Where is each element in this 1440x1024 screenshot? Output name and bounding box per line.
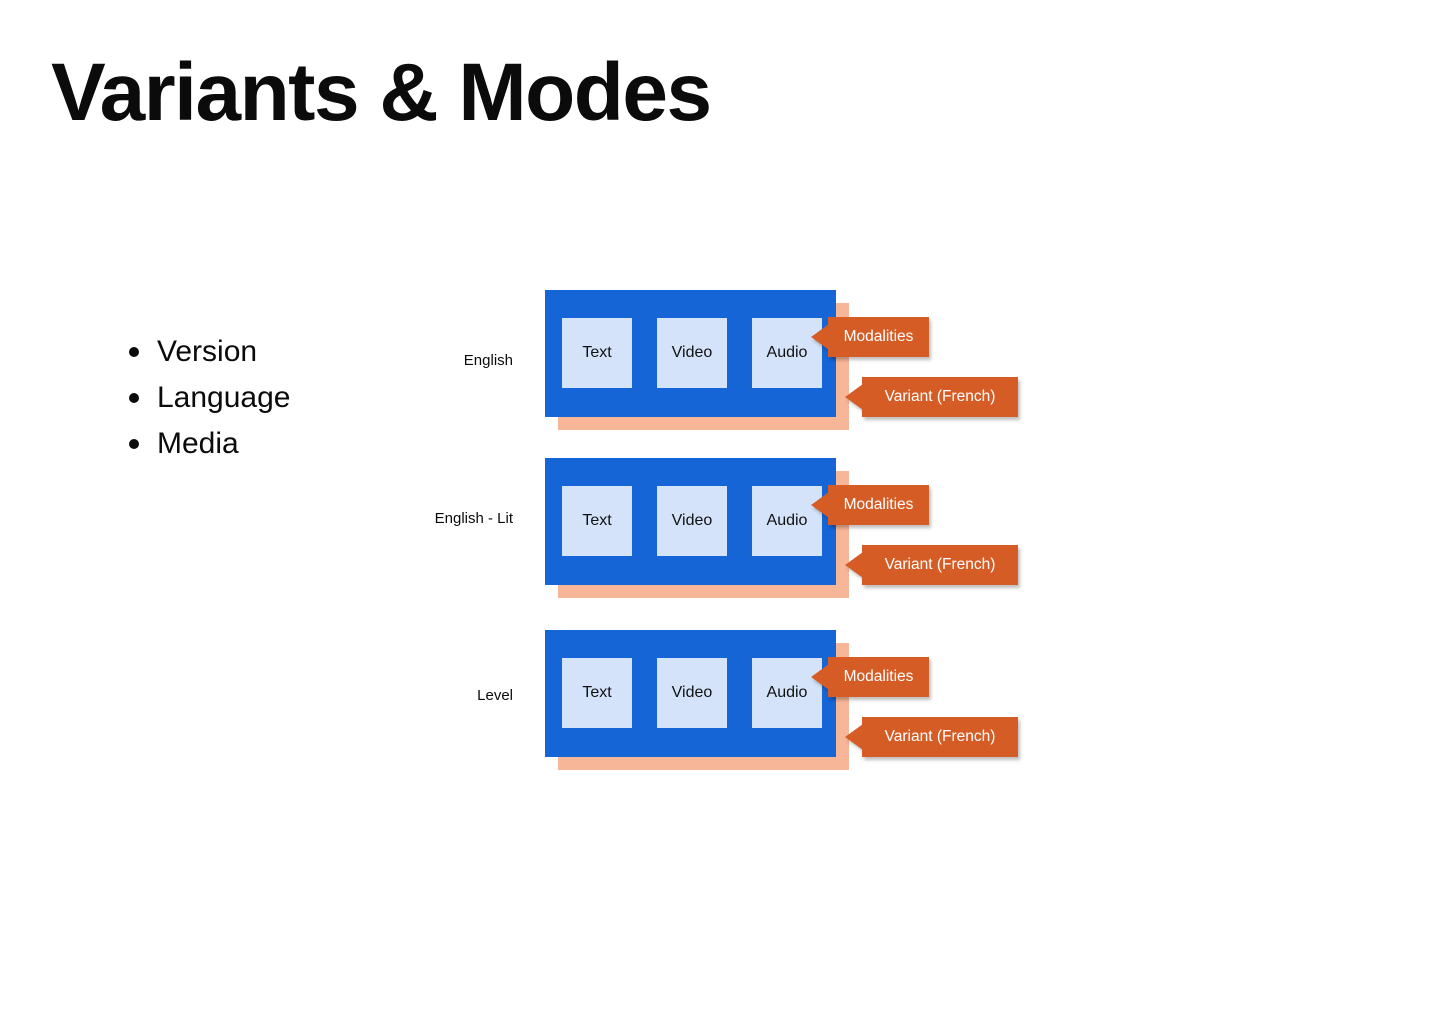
variant-row-english-lit: English - Lit Text Video Audio Modalitie… bbox=[0, 458, 1440, 603]
variant-row-english: English Text Video Audio Modalities Vari… bbox=[0, 290, 1440, 435]
row-label: English - Lit bbox=[434, 510, 513, 527]
modality-box-video: Video bbox=[657, 658, 727, 728]
row-label: Level bbox=[477, 687, 513, 704]
page-title: Variants & Modes bbox=[51, 47, 712, 138]
modalities-callout: Modalities bbox=[811, 317, 929, 357]
callout-label: Variant (French) bbox=[884, 728, 996, 745]
modality-box-text: Text bbox=[562, 486, 632, 556]
modality-label: Video bbox=[671, 512, 713, 529]
modality-label: Audio bbox=[766, 512, 808, 529]
bullet-item: Language bbox=[120, 375, 290, 421]
modality-box-video: Video bbox=[657, 486, 727, 556]
bullet-item: Media bbox=[120, 421, 290, 467]
modality-box-text: Text bbox=[562, 318, 632, 388]
callout-label: Modalities bbox=[843, 668, 914, 685]
modality-label: Text bbox=[582, 684, 612, 701]
modality-box-text: Text bbox=[562, 658, 632, 728]
modality-label: Audio bbox=[766, 684, 808, 701]
callout-label: Variant (French) bbox=[884, 388, 996, 405]
modality-bar: Text Video Audio bbox=[545, 458, 836, 585]
modality-box-audio: Audio bbox=[752, 486, 822, 556]
modality-label: Text bbox=[582, 344, 612, 361]
modality-bar: Text Video Audio bbox=[545, 290, 836, 417]
modality-box-audio: Audio bbox=[752, 658, 822, 728]
callout-label: Modalities bbox=[843, 328, 914, 345]
bullet-item: Version bbox=[120, 329, 290, 375]
modality-label: Video bbox=[671, 344, 713, 361]
modality-label: Text bbox=[582, 512, 612, 529]
modality-box-audio: Audio bbox=[752, 318, 822, 388]
row-label: English bbox=[463, 352, 513, 369]
bullet-list: Version Language Media bbox=[120, 329, 290, 467]
callout-label: Modalities bbox=[843, 496, 914, 513]
modality-bar: Text Video Audio bbox=[545, 630, 836, 757]
modality-label: Audio bbox=[766, 344, 808, 361]
modality-label: Video bbox=[671, 684, 713, 701]
variant-callout: Variant (French) bbox=[845, 717, 1018, 757]
variant-callout: Variant (French) bbox=[845, 377, 1018, 417]
variant-callout: Variant (French) bbox=[845, 545, 1018, 585]
modalities-callout: Modalities bbox=[811, 485, 929, 525]
modalities-callout: Modalities bbox=[811, 657, 929, 697]
modality-box-video: Video bbox=[657, 318, 727, 388]
variant-row-level: Level Text Video Audio Modalities Varian… bbox=[0, 630, 1440, 775]
callout-label: Variant (French) bbox=[884, 556, 996, 573]
